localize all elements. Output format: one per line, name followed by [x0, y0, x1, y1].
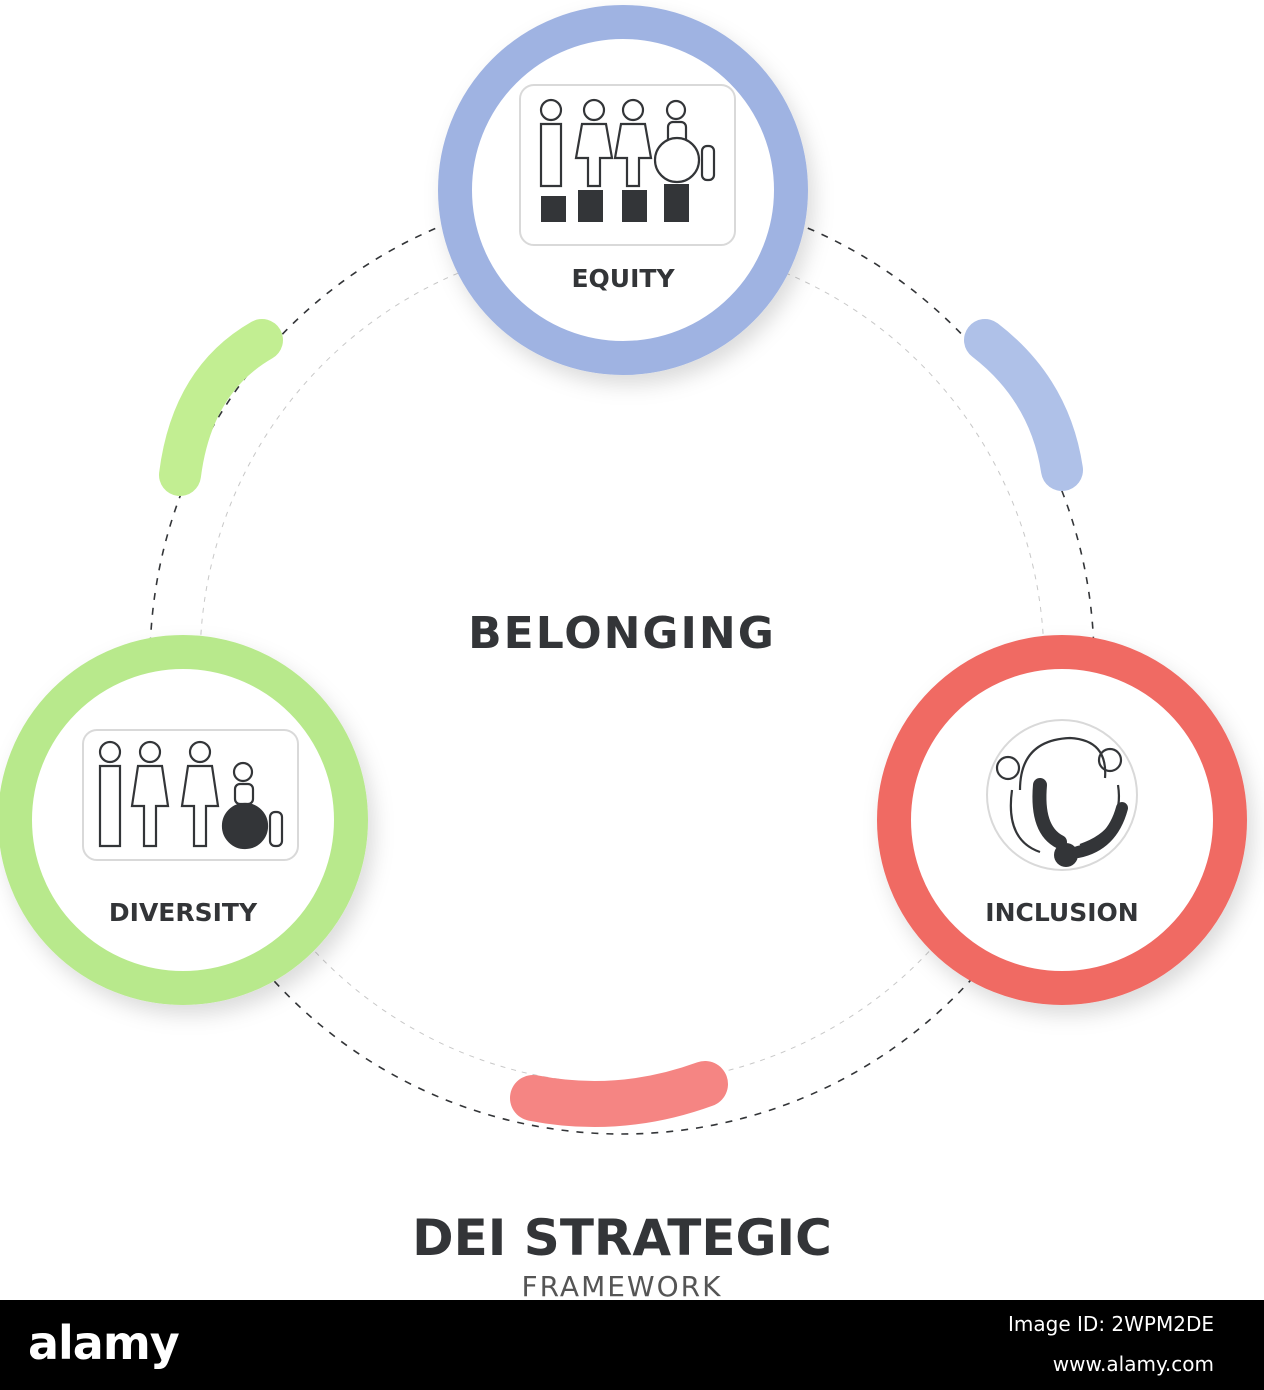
diagram-title: DEI STRATEGIC	[412, 1209, 832, 1267]
footer-bar: alamy Image ID: 2WPM2DE www.alamy.com	[0, 1300, 1264, 1390]
diagram-subtitle: FRAMEWORK	[522, 1270, 723, 1300]
diversity-people-icon	[82, 729, 299, 861]
connector-arc-red	[510, 1061, 728, 1128]
equity-label: EQUITY	[571, 264, 675, 293]
diversity-label: DIVERSITY	[109, 898, 258, 927]
connector-arc-blue	[964, 319, 1083, 491]
equity-people-icon	[519, 84, 736, 246]
center-label: BELONGING	[468, 608, 776, 659]
footer-image-id: Image ID: 2WPM2DE	[1008, 1312, 1214, 1336]
inclusion-label: INCLUSION	[985, 898, 1138, 927]
inclusion-circle-icon	[986, 719, 1138, 871]
footer-url: www.alamy.com	[1052, 1352, 1214, 1376]
footer-brand-logo: alamy	[28, 1316, 180, 1370]
dei-diagram: EQUITY DIVERSITY INCLUSION BELONGING	[0, 5, 1247, 1300]
connector-arc-green	[159, 319, 283, 496]
